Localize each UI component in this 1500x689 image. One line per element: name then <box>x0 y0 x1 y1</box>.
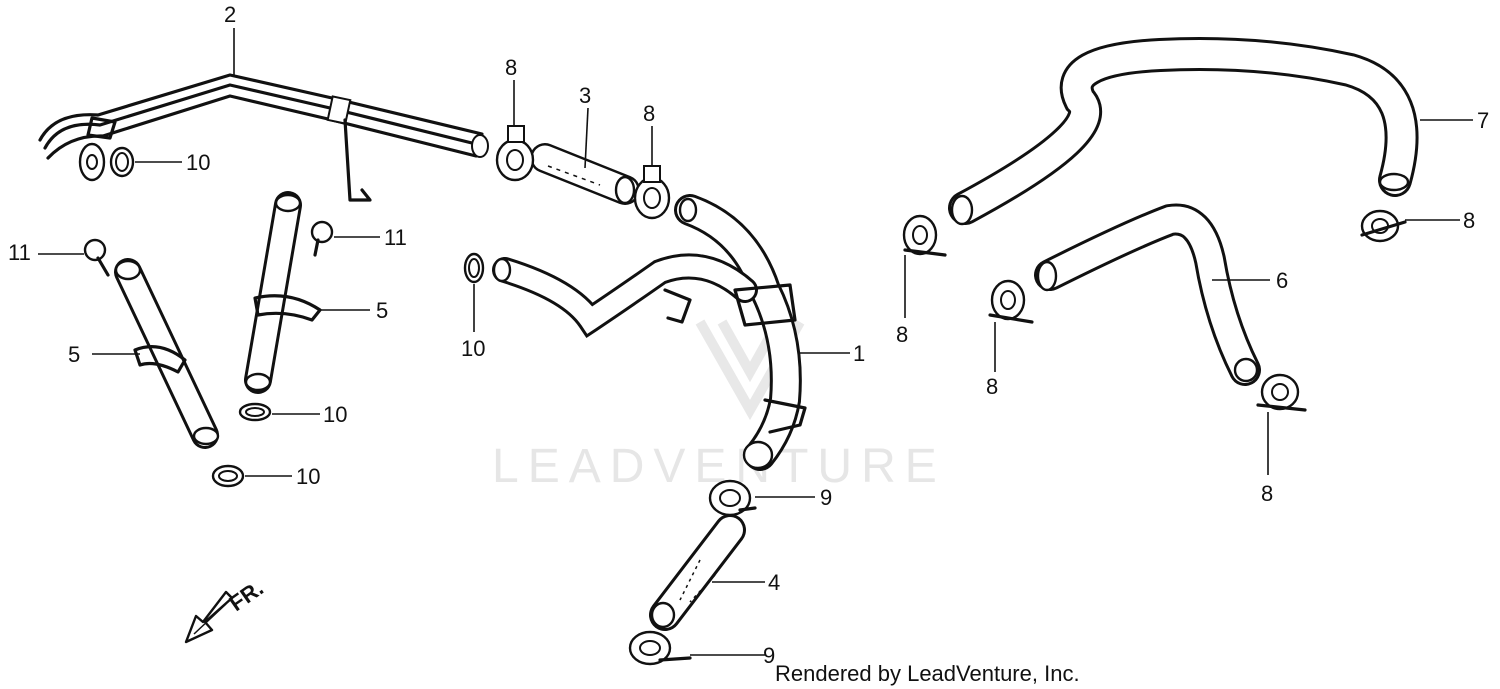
part-2-pipe <box>38 73 489 202</box>
part-6-hose <box>1034 203 1261 386</box>
clamp-part-8e <box>1256 373 1307 412</box>
clamp-part-9b <box>628 630 692 666</box>
callout-7: 7 <box>1477 108 1489 133</box>
callout-11-right: 11 <box>384 225 407 250</box>
clamp-part-9a <box>708 479 757 517</box>
part-5-pipe-left <box>114 258 220 449</box>
part-4-hose <box>649 514 746 631</box>
front-direction-arrow-icon <box>184 590 234 644</box>
callout-10-lower: 10 <box>323 402 347 427</box>
part-3-hose <box>530 143 640 205</box>
oring-part-10b <box>463 252 485 284</box>
clamp-part-8a <box>495 125 535 182</box>
callout-10-middle: 10 <box>461 336 485 361</box>
leader-lines <box>38 28 1473 656</box>
callout-1: 1 <box>853 341 865 366</box>
callout-11-left: 11 <box>8 240 31 265</box>
callout-3: 3 <box>579 83 591 108</box>
clamp-part-8b <box>633 165 671 220</box>
watermark-text: LEADVENTURE <box>492 440 946 493</box>
callout-10-top-left: 10 <box>186 150 210 175</box>
callout-9-lower: 9 <box>763 643 775 668</box>
callout-8-bottom-right: 8 <box>1261 481 1273 506</box>
direction-label: FR. <box>225 575 268 616</box>
oring-part-10c <box>238 402 272 422</box>
oring-part-10d <box>211 464 245 488</box>
bolt-part-11a <box>83 238 110 277</box>
callout-8-mid-a: 8 <box>896 322 908 347</box>
clamp-part-8d <box>988 279 1034 324</box>
callout-9-upper: 9 <box>820 485 832 510</box>
clamp-part-8c <box>902 214 947 257</box>
part-5-pipe-right <box>244 191 322 394</box>
oring-part-10a <box>109 146 135 178</box>
callout-4: 4 <box>768 570 780 595</box>
callout-5-left: 5 <box>68 342 80 367</box>
callout-5-right: 5 <box>376 298 388 323</box>
render-credit: Rendered by LeadVenture, Inc. <box>775 661 1080 686</box>
callout-10-bottom: 10 <box>296 464 320 489</box>
part-7-hose <box>948 37 1419 226</box>
callout-8-top-mid: 8 <box>643 101 655 126</box>
callout-2: 2 <box>224 2 236 27</box>
bolt-part-11b <box>310 220 334 257</box>
callout-8-top-left: 8 <box>505 55 517 80</box>
callout-8-mid-b: 8 <box>986 374 998 399</box>
part-1-hose <box>492 194 807 471</box>
clamp-part-8f <box>1360 209 1407 243</box>
callout-6: 6 <box>1276 268 1288 293</box>
callout-8-far-right: 8 <box>1463 208 1475 233</box>
